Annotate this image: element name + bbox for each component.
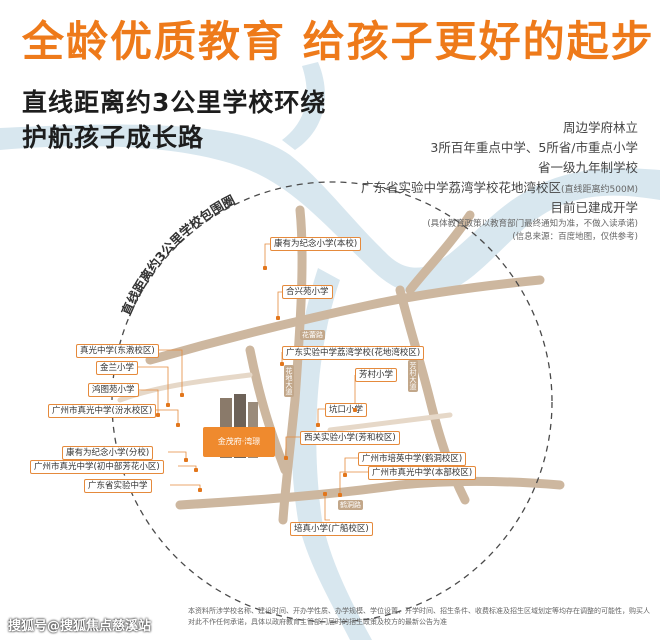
school-label-hexingyuan: 合兴苑小学 [282, 285, 333, 299]
disclaimer: 本资料所涉学校名称、建设时间、开办学性质、办学规模、学位设置、开学时间、招生条件… [188, 607, 650, 626]
info-note-1: (具体教育政策以教育部门最终通知为准，不做入读承诺) [427, 219, 638, 229]
school-label-gdsy-lw: 广东实验中学荔湾学校(花地湾校区) [282, 346, 425, 360]
school-label-zhenguang-dongjiao: 真光中学(东漖校区) [76, 344, 159, 358]
school-marker [280, 362, 284, 366]
headline: 全龄优质教育 给孩子更好的起步 [22, 17, 655, 66]
school-marker [284, 456, 288, 460]
school-marker [263, 266, 267, 270]
info-panel: 周边学府林立 3所百年重点中学、5所省/市重点小学 省一级九年制学校 广东省实验… [361, 118, 638, 244]
three-km-circle [111, 181, 553, 623]
info-line-2: 3所百年重点中学、5所省/市重点小学 [430, 140, 638, 155]
circle-label: 直线距离约3公里学校包围圈 [118, 192, 237, 317]
school-label-kangyouwei-branch: 康有为纪念小学(分校) [62, 446, 154, 460]
school-label-gdsy: 广东省实验中学 [84, 479, 152, 493]
school-label-jinlan: 金兰小学 [96, 361, 139, 375]
school-label-xiguan: 西关实验小学(芳和校区) [300, 431, 400, 445]
subtitle-line-2: 护航孩子成长路 [22, 123, 205, 152]
school-label-hongtuyuan: 鸿图苑小学 [88, 383, 139, 397]
school-marker [194, 468, 198, 472]
info-line-4: 广东省实验中学荔湾学校花地湾校区(直线距离约500M) [361, 180, 638, 195]
school-label-fangcun: 芳村小学 [355, 368, 398, 382]
road-network [145, 205, 565, 525]
school-label-kengkou: 坑口小学 [325, 403, 368, 417]
school-marker [323, 492, 327, 496]
river-north-branch [282, 62, 325, 150]
road-label-hedong: 鹤洞路 [338, 500, 363, 510]
school-marker [316, 423, 320, 427]
school-marker [166, 403, 170, 407]
school-label-peiying-hedong: 广州市培英中学(鹤洞校区) [358, 452, 467, 466]
river-south-branch [291, 268, 372, 640]
road-label-huadi: 花地大道 [284, 365, 294, 397]
school-marker [156, 413, 160, 417]
river [0, 124, 660, 296]
info-line-1: 周边学府林立 [562, 120, 638, 135]
school-marker [198, 488, 202, 492]
subtitle-line-1: 直线距离约3公里学校环绕 [22, 88, 327, 117]
school-label-zhenguang-fenshui: 广州市真光中学(汾水校区) [48, 404, 157, 418]
info-line-3: 省一级九年制学校 [537, 160, 638, 175]
school-label-zhenguang-junior: 广州市真光中学(初中部芳花小区) [30, 460, 164, 474]
road-label-hualei: 花蕾路 [300, 330, 325, 340]
project-tag: 金茂府·湾璟 [203, 427, 275, 457]
school-marker [176, 423, 180, 427]
school-marker [180, 393, 184, 397]
school-marker [343, 473, 347, 477]
school-marker [353, 408, 357, 412]
info-line-5: 目前已建成开学 [550, 200, 638, 215]
school-marker [338, 493, 342, 497]
school-marker [276, 316, 280, 320]
info-note-2: (信息来源：百度地图，仅供参考) [512, 232, 638, 242]
footer-watermark: 搜狐号@搜狐焦点慈溪站 [8, 619, 152, 634]
school-label-kangyouwei-main: 康有为纪念小学(本校) [270, 237, 362, 251]
school-label-zhenguang-main: 广州市真光中学(本部校区) [368, 466, 477, 480]
school-marker [184, 458, 188, 462]
road-label-fangcun: 芳村大道 [408, 360, 418, 392]
school-label-peizhen: 培真小学(广船校区) [290, 522, 373, 536]
